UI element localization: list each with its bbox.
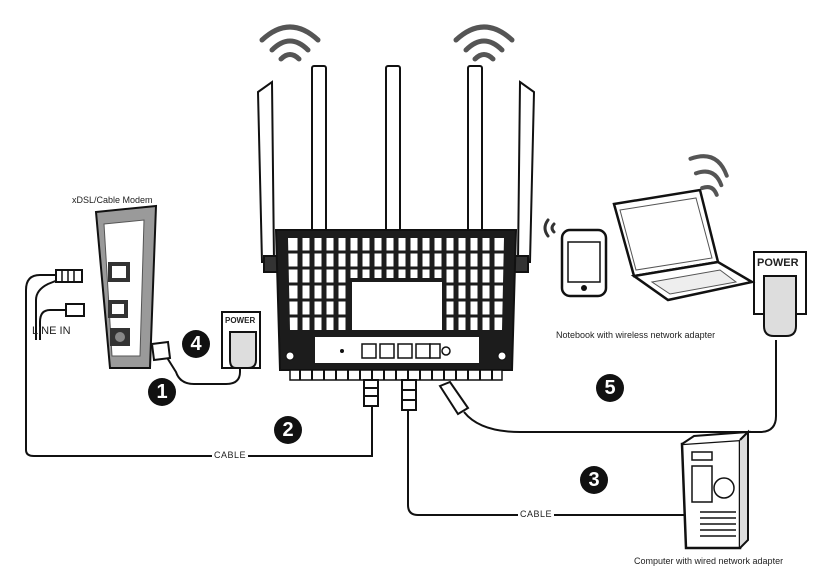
smartphone (543, 218, 608, 298)
notebook (612, 154, 756, 302)
power-adapter-left (150, 311, 261, 369)
modem (94, 204, 158, 369)
power-label-right: POWER (757, 257, 799, 269)
wifi-signal-icon-left (259, 24, 321, 62)
notebook-label: Notebook with wireless network adapter (556, 330, 716, 340)
power-label-left: POWER (225, 316, 256, 325)
line-in-label: LINE IN (32, 325, 71, 337)
step-badge-2: 2 (274, 416, 302, 444)
desktop-computer (680, 429, 751, 550)
cable-label-bottom: CABLE (518, 509, 555, 519)
modem-cables (25, 274, 373, 457)
ethernet-plug-icon (55, 269, 83, 283)
step-badge-4: 4 (182, 330, 210, 358)
modem-label: xDSL/Cable Modem (72, 195, 153, 205)
cable-label-left: CABLE (212, 450, 249, 460)
phone-plug-icon (65, 303, 85, 317)
step-badge-5: 5 (596, 374, 624, 402)
power-adapter-right (753, 251, 807, 337)
computer-label: Computer with wired network adapter (634, 556, 784, 566)
step-badge-3: 3 (580, 466, 608, 494)
router-plugs (363, 379, 470, 416)
step-badge-1: 1 (148, 378, 176, 406)
router-cables (165, 340, 777, 516)
wifi-signal-icon-right (453, 24, 515, 62)
router (274, 229, 518, 381)
router-antennas (256, 65, 536, 273)
